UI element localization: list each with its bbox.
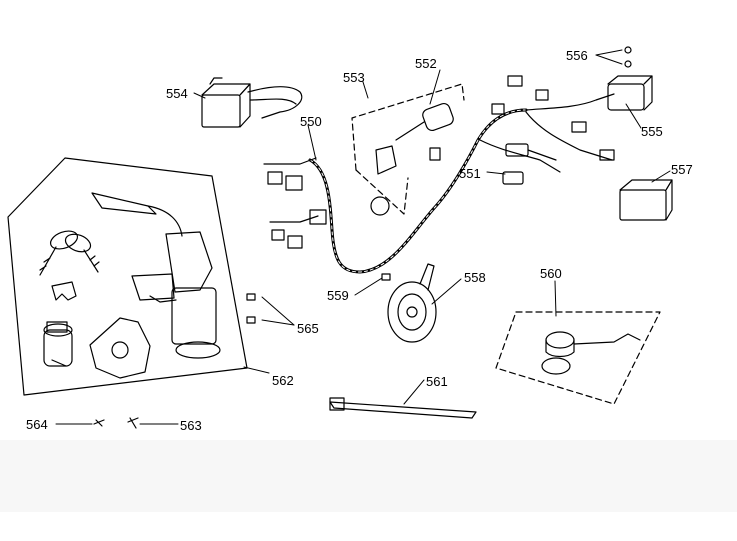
strap-icon (329, 397, 477, 419)
part-number-labels: 550 551 552 553 554 555 556 557 558 559 … (26, 48, 693, 433)
label-551: 551 (459, 166, 481, 181)
sensor-icon (541, 331, 641, 375)
screw-icon (93, 293, 256, 429)
label-564: 564 (26, 417, 48, 432)
connector-icon (502, 143, 557, 185)
pickup-assembly-icon (351, 83, 465, 216)
label-554: 554 (166, 86, 188, 101)
label-562: 562 (272, 373, 294, 388)
label-558: 558 (464, 270, 486, 285)
label-565: 565 (297, 321, 319, 336)
label-553: 553 (343, 70, 365, 85)
label-550: 550 (300, 114, 322, 129)
leader-lines (55, 49, 671, 425)
sensor-box-outline (495, 311, 661, 405)
footer-band (0, 440, 737, 512)
label-563: 563 (180, 418, 202, 433)
wiring-harness-icon (263, 75, 615, 274)
horn-icon (387, 263, 437, 343)
relay-icon (201, 77, 303, 128)
label-557: 557 (671, 162, 693, 177)
bolt-icon (624, 46, 632, 68)
label-555: 555 (641, 124, 663, 139)
screw-icon (381, 273, 391, 281)
label-559: 559 (327, 288, 349, 303)
regulator-icon (619, 179, 673, 221)
ignition-switch-set-icon (7, 157, 248, 396)
label-560: 560 (540, 266, 562, 281)
label-556: 556 (566, 48, 588, 63)
cdi-unit-icon (607, 75, 653, 111)
label-561: 561 (426, 374, 448, 389)
label-552: 552 (415, 56, 437, 71)
